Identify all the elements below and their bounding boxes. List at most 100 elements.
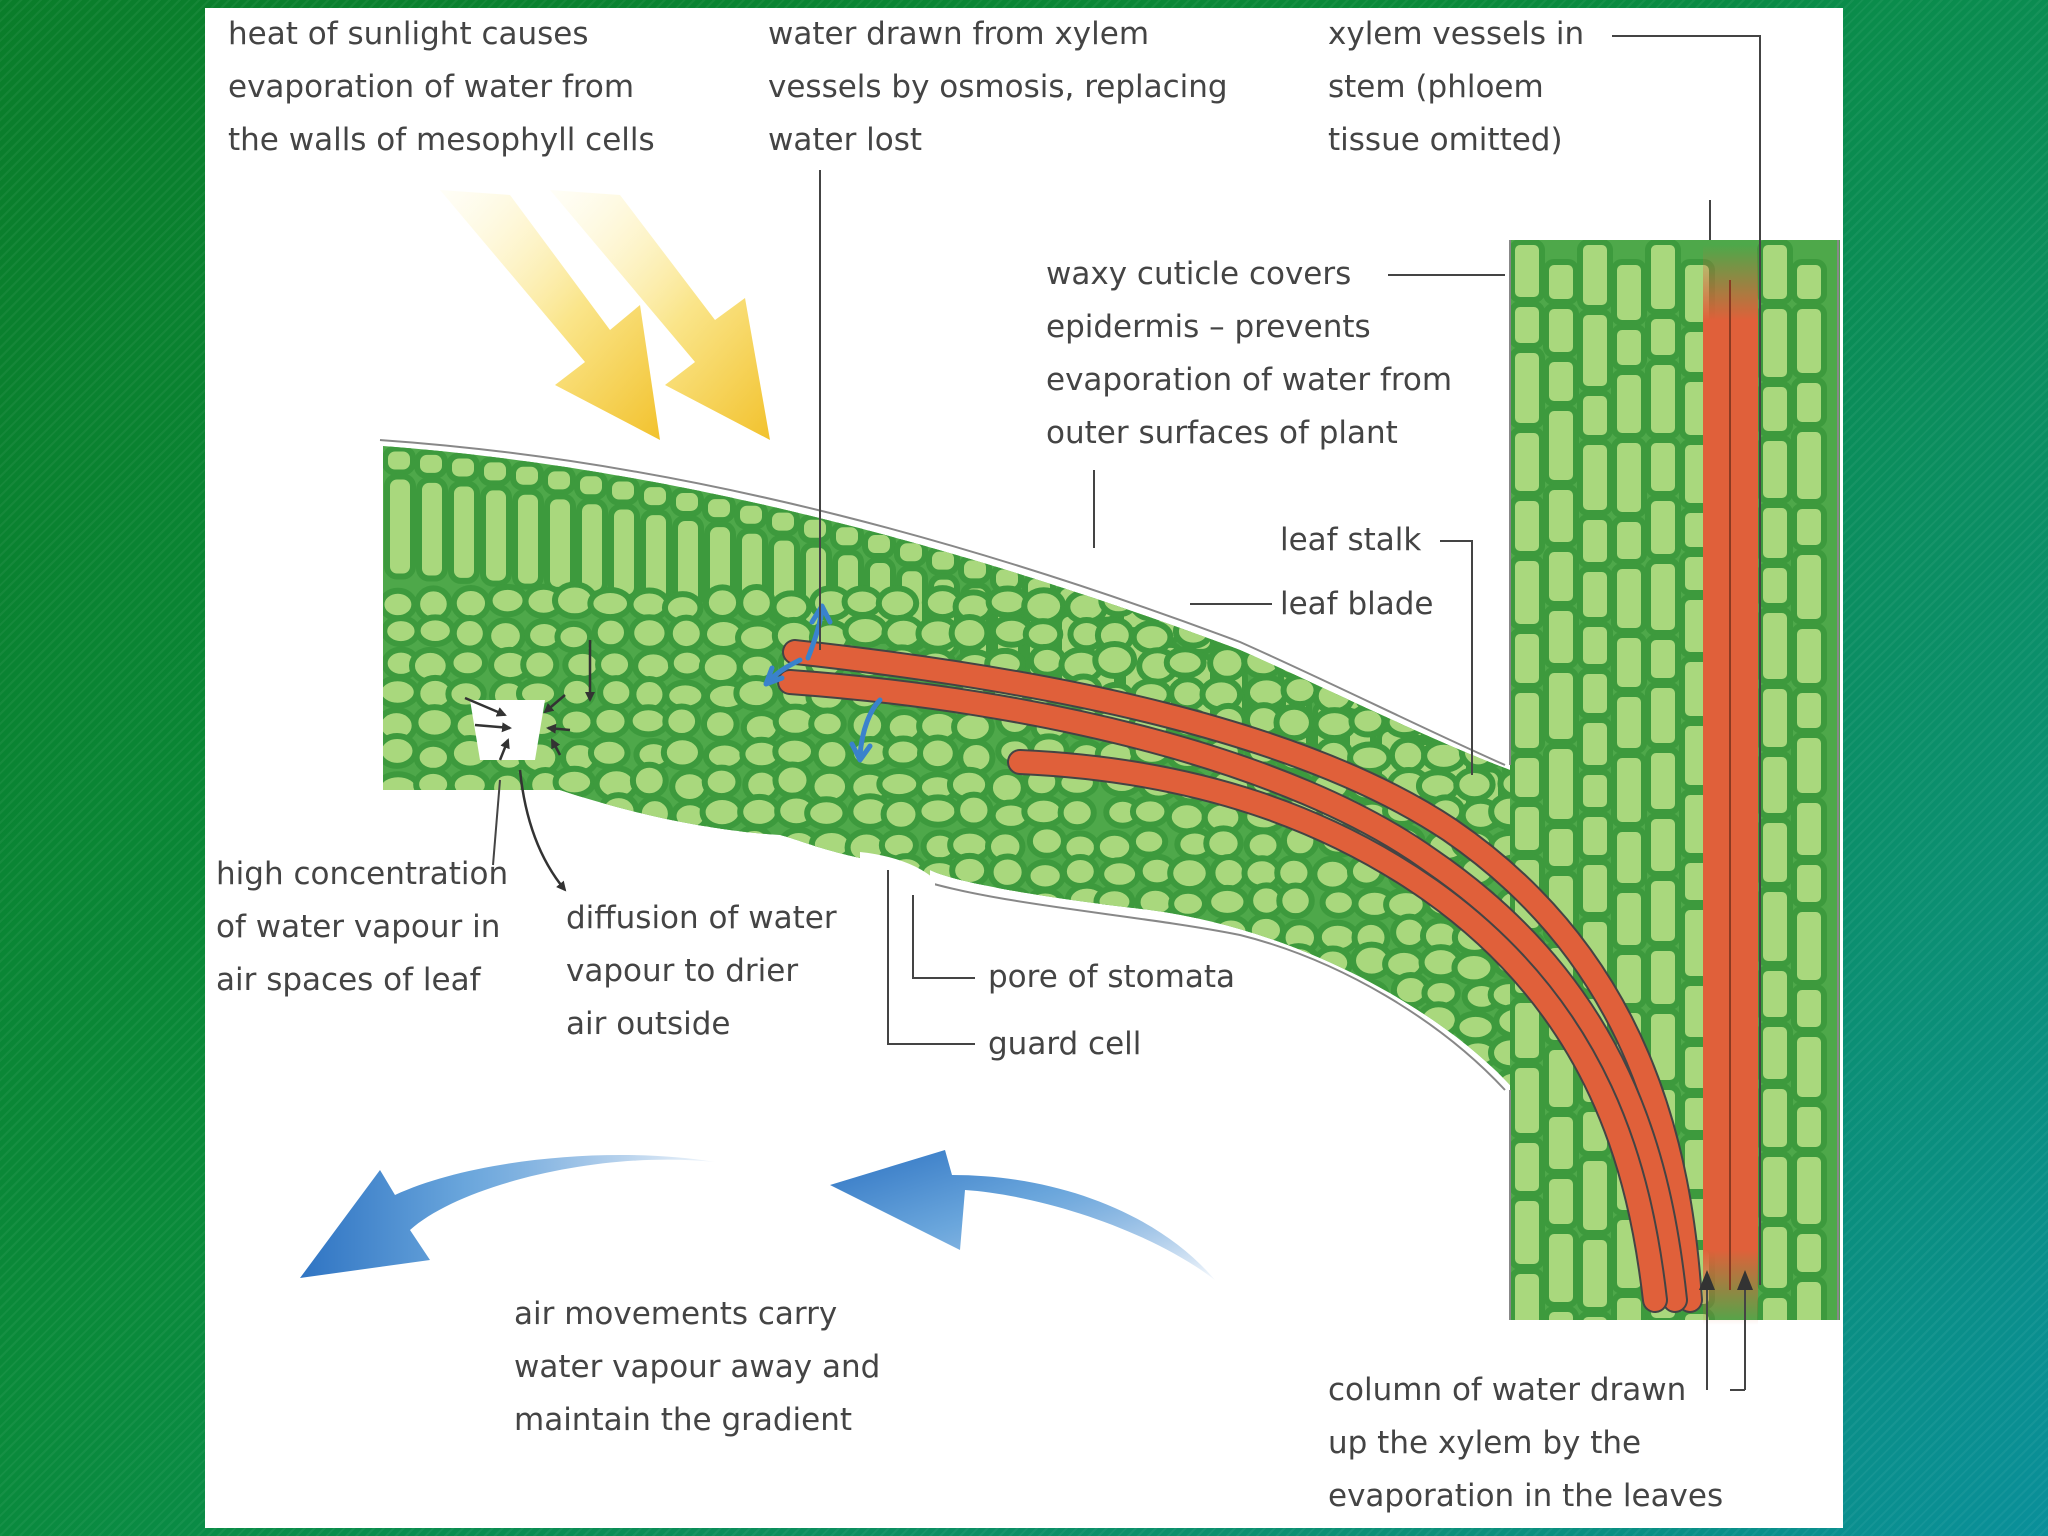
spongy-mesophyll-cell bbox=[522, 1068, 563, 1085]
stem-cell bbox=[1577, 566, 1613, 623]
spongy-mesophyll-cell bbox=[552, 765, 597, 799]
spongy-mesophyll-cell bbox=[383, 675, 420, 709]
spongy-mesophyll-cell bbox=[1206, 1067, 1251, 1085]
spongy-mesophyll-cell bbox=[1205, 884, 1250, 919]
spongy-mesophyll-cell bbox=[1426, 1062, 1467, 1085]
spongy-mesophyll-cell bbox=[662, 703, 702, 740]
spongy-mesophyll-cell bbox=[957, 913, 999, 947]
spongy-mesophyll-cell bbox=[1349, 1006, 1390, 1042]
stem-cell bbox=[1791, 426, 1827, 505]
label-line: air outside bbox=[566, 1006, 731, 1042]
spongy-mesophyll-cell bbox=[627, 587, 671, 622]
spongy-mesophyll-cell bbox=[1242, 1006, 1288, 1044]
spongy-mesophyll-cell bbox=[383, 1009, 420, 1042]
stem-cell bbox=[1510, 495, 1545, 557]
stem-cell bbox=[1757, 303, 1793, 383]
spongy-mesophyll-cell bbox=[1026, 823, 1067, 859]
spongy-mesophyll-cell bbox=[416, 1066, 457, 1085]
spongy-mesophyll-cell bbox=[1168, 590, 1207, 625]
spongy-mesophyll-cell bbox=[450, 584, 492, 622]
epidermis-cell bbox=[862, 529, 896, 560]
air-arrow-right bbox=[830, 1150, 1215, 1280]
spongy-mesophyll-cell bbox=[453, 1008, 497, 1043]
leader-high-concentration bbox=[492, 779, 501, 866]
label-line: leaf stalk bbox=[1280, 522, 1422, 558]
stem-cell bbox=[1757, 965, 1793, 1023]
spongy-mesophyll-cell bbox=[845, 1005, 891, 1044]
spongy-mesophyll-cell bbox=[1093, 885, 1136, 919]
stem-cell bbox=[1791, 859, 1827, 908]
label-line: heat of sunlight causes bbox=[228, 16, 589, 52]
spongy-mesophyll-cell bbox=[1457, 1070, 1500, 1085]
spongy-mesophyll-cell bbox=[1272, 975, 1319, 1009]
spongy-mesophyll-cell bbox=[522, 947, 562, 986]
stem-cell bbox=[1791, 1151, 1827, 1230]
spongy-mesophyll-cell bbox=[839, 918, 883, 951]
spongy-mesophyll-cell bbox=[699, 793, 745, 831]
label-leaf-blade: leaf blade bbox=[1280, 578, 1434, 631]
label-leaf-stalk: leaf stalk bbox=[1280, 514, 1421, 567]
stem-cell bbox=[1791, 1101, 1827, 1153]
spongy-mesophyll-cell bbox=[1280, 1036, 1326, 1070]
spongy-mesophyll-cell bbox=[1167, 854, 1212, 893]
spongy-mesophyll-cell bbox=[517, 860, 561, 895]
epidermis-cell bbox=[414, 448, 448, 479]
stem-cell bbox=[1543, 1306, 1579, 1320]
spongy-mesophyll-cell bbox=[667, 1070, 706, 1085]
spongy-mesophyll-cell bbox=[1097, 1070, 1143, 1085]
stem-cell bbox=[1757, 1151, 1793, 1223]
stem-cell bbox=[1510, 1062, 1545, 1139]
spongy-mesophyll-cell bbox=[1168, 1034, 1212, 1073]
stem-cell bbox=[1645, 747, 1681, 815]
label-line: the walls of mesophyll cells bbox=[228, 122, 655, 158]
stem-cell bbox=[1791, 732, 1827, 799]
stem-cell bbox=[1577, 1234, 1613, 1313]
spongy-mesophyll-cell bbox=[1311, 855, 1354, 893]
spongy-mesophyll-cell bbox=[1420, 673, 1462, 711]
spongy-mesophyll-cell bbox=[1241, 973, 1286, 1008]
label-line: outer surfaces of plant bbox=[1046, 415, 1398, 451]
spongy-mesophyll-cell bbox=[1210, 1009, 1249, 1047]
spongy-mesophyll-cell bbox=[1165, 1002, 1212, 1038]
sunlight-arrow-1 bbox=[440, 190, 660, 440]
spongy-mesophyll-cell bbox=[516, 914, 562, 949]
stem-cell bbox=[1791, 503, 1827, 551]
spongy-mesophyll-cell bbox=[988, 1064, 1033, 1085]
stem-outline bbox=[1509, 240, 1839, 1320]
stem-cell bbox=[1510, 555, 1545, 630]
stem-cell bbox=[1510, 427, 1545, 497]
label-air-movements: air movements carry water vapour away an… bbox=[514, 1288, 880, 1447]
spongy-mesophyll-cell bbox=[1350, 650, 1390, 685]
spongy-mesophyll-cell bbox=[1062, 1068, 1102, 1085]
stem-cell bbox=[1510, 301, 1545, 349]
spongy-mesophyll-cell bbox=[1276, 1010, 1319, 1044]
stem-cell bbox=[1577, 1311, 1613, 1320]
stem-cell bbox=[1543, 405, 1579, 486]
spongy-mesophyll-cell bbox=[1168, 887, 1209, 920]
spongy-mesophyll-cell bbox=[383, 771, 421, 804]
spongy-mesophyll-cell bbox=[1134, 884, 1177, 920]
spongy-mesophyll-cell bbox=[1239, 949, 1279, 982]
spongy-mesophyll-cell bbox=[1460, 616, 1501, 652]
spongy-mesophyll-cell bbox=[875, 585, 920, 622]
label-high-concentration: high concentration of water vapour in ai… bbox=[216, 848, 508, 1007]
spongy-mesophyll-cell bbox=[1385, 675, 1430, 710]
stem-cell bbox=[1510, 628, 1545, 689]
stem-cell bbox=[1645, 945, 1681, 1010]
spongy-mesophyll-cell bbox=[841, 585, 884, 619]
spongy-mesophyll-cell bbox=[883, 1070, 923, 1085]
spongy-mesophyll-cell bbox=[1027, 643, 1067, 678]
spongy-mesophyll-cell bbox=[701, 764, 742, 800]
spongy-mesophyll-cell bbox=[919, 1040, 959, 1075]
stem-cell bbox=[1645, 313, 1681, 361]
label-line: vessels by osmosis, replacing bbox=[768, 69, 1228, 105]
stem-cell bbox=[1577, 309, 1613, 392]
spongy-mesophyll-cell bbox=[1130, 620, 1174, 655]
stem-cell bbox=[1757, 607, 1793, 685]
spongy-mesophyll-cell bbox=[953, 1039, 993, 1075]
spongy-mesophyll-cell bbox=[554, 620, 594, 654]
label-line: air spaces of leaf bbox=[216, 962, 481, 998]
stem-cell bbox=[1757, 1083, 1793, 1153]
spongy-mesophyll-cell bbox=[772, 761, 813, 799]
stem-cell bbox=[1611, 516, 1647, 565]
